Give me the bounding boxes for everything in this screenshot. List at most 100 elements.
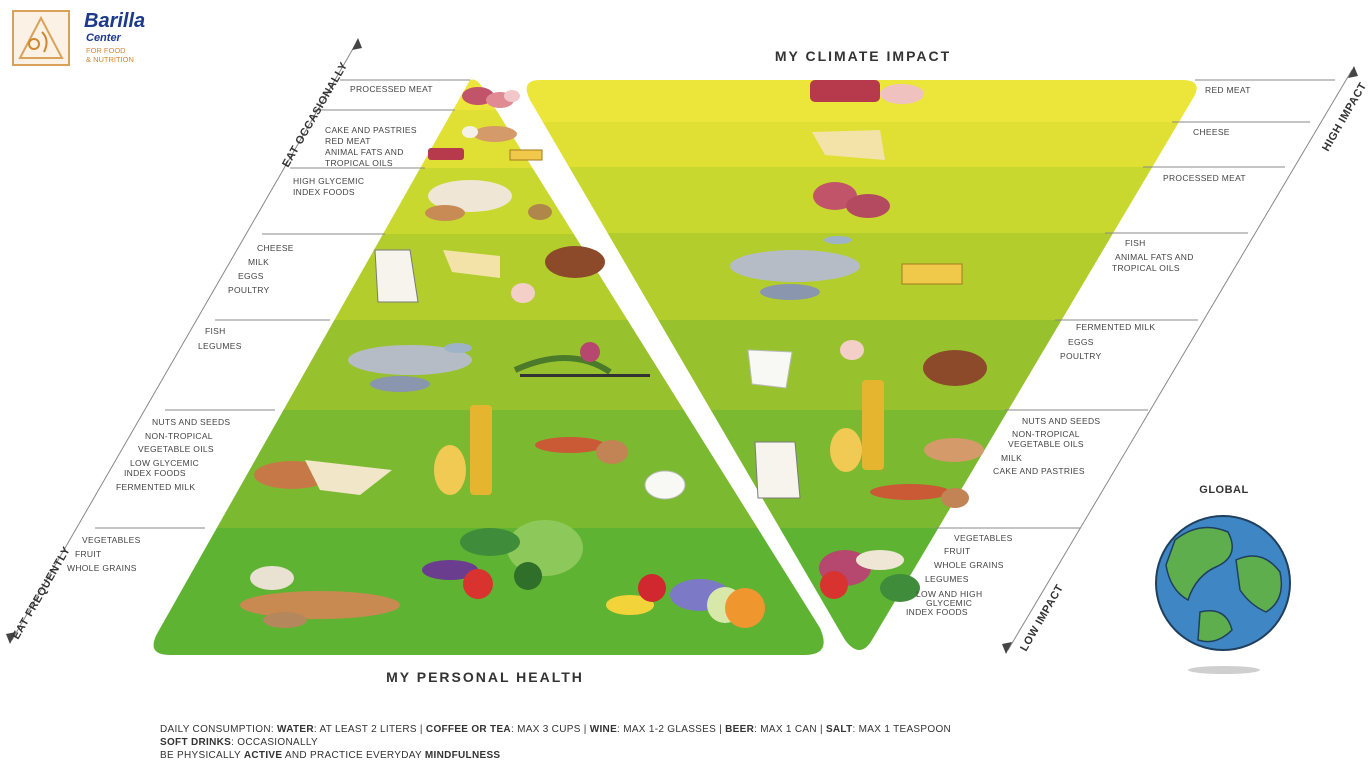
climate-axis-arrow-top bbox=[1348, 66, 1358, 78]
health-level-label: CAKE AND PASTRIES bbox=[325, 125, 417, 135]
climate-level-label: POULTRY bbox=[1060, 351, 1101, 361]
health-level-label: FERMENTED MILK bbox=[116, 482, 195, 492]
climate-level-label: FRUIT bbox=[944, 546, 971, 556]
climate-level-label: CHEESE bbox=[1193, 127, 1230, 137]
footer-bold: COFFEE OR TEA bbox=[425, 724, 511, 735]
health-level-label: INDEX FOODS bbox=[124, 468, 186, 478]
footer-text: DAILY CONSUMPTION: bbox=[160, 724, 278, 735]
health-level-label: FRUIT bbox=[75, 549, 102, 559]
fish-icon-2 bbox=[730, 236, 860, 300]
climate-food-illustrations bbox=[730, 80, 987, 602]
footer-bold: MINDFULNESS bbox=[424, 750, 501, 761]
butter-icon-2 bbox=[901, 263, 963, 285]
climate-axis-top-label: HIGH IMPACT bbox=[1320, 80, 1368, 153]
footer-text: : MAX 1-2 GLASSES | bbox=[617, 724, 726, 735]
footer-bold: SALT bbox=[825, 724, 853, 735]
footer-text: AND PRACTICE EVERYDAY bbox=[282, 750, 425, 761]
footer-text: BE PHYSICALLY bbox=[160, 750, 244, 761]
health-level-label: CHEESE bbox=[257, 243, 294, 253]
climate-axis-arrow-bottom bbox=[1002, 642, 1012, 654]
health-axis-arrow-bottom bbox=[6, 632, 16, 644]
climate-level-label: VEGETABLE OILS bbox=[1008, 439, 1084, 449]
cheese-icon bbox=[443, 250, 500, 278]
cake-icon-2 bbox=[924, 438, 984, 462]
cheese-icon-2 bbox=[812, 130, 885, 160]
logo-tagline-1: FOR FOOD bbox=[86, 46, 126, 55]
health-axis-arrow-top bbox=[352, 38, 362, 50]
health-level-dividers bbox=[11, 39, 470, 641]
footer-line-1: DAILY CONSUMPTION: WATER: AT LEAST 2 LIT… bbox=[160, 723, 951, 736]
health-pyramid-title: MY PERSONAL HEALTH bbox=[386, 669, 584, 685]
climate-level-label: EGGS bbox=[1068, 337, 1094, 347]
climate-level-label: LOW AND HIGH bbox=[916, 589, 982, 599]
bread-icon-2 bbox=[240, 566, 400, 628]
health-level-label: POULTRY bbox=[228, 285, 269, 295]
footer-bold: BEER bbox=[725, 724, 755, 735]
nuts-icon-2 bbox=[535, 437, 628, 464]
health-level-label: EGGS bbox=[238, 271, 264, 281]
bread-icon bbox=[425, 180, 552, 221]
milk-jug-icon bbox=[374, 249, 419, 303]
logo-tagline: FOR FOOD & NUTRITION bbox=[86, 46, 156, 64]
red-meat-icon bbox=[428, 148, 464, 160]
vegetables-icon bbox=[422, 520, 583, 599]
footer-bold: ACTIVE bbox=[243, 750, 283, 761]
health-level-label: MILK bbox=[248, 257, 269, 267]
health-level-label: VEGETABLE OILS bbox=[138, 444, 214, 454]
health-level-label: NUTS AND SEEDS bbox=[152, 417, 230, 427]
health-food-illustrations bbox=[240, 87, 765, 628]
health-level-label: NON-TROPICAL bbox=[145, 431, 213, 441]
health-level-label: LEGUMES bbox=[198, 341, 242, 351]
climate-level-label: PROCESSED MEAT bbox=[1163, 173, 1246, 183]
legumes-icon bbox=[513, 342, 650, 377]
footer-text: : MAX 1 TEASPOON bbox=[852, 724, 952, 735]
butter-icon bbox=[509, 149, 543, 161]
health-level-label: FISH bbox=[205, 326, 226, 336]
oil-bottle-icon bbox=[434, 405, 492, 495]
health-level-label: LOW GLYCEMIC bbox=[130, 458, 199, 468]
footer-line-2: SOFT DRINKS: OCCASIONALLY bbox=[160, 736, 951, 749]
climate-pyramid-title: MY CLIMATE IMPACT bbox=[775, 48, 951, 64]
climate-level-label: RED MEAT bbox=[1205, 85, 1251, 95]
health-level-label: WHOLE GRAINS bbox=[67, 563, 137, 573]
climate-level-label: GLYCEMIC bbox=[926, 598, 972, 608]
climate-level-label: LEGUMES bbox=[925, 574, 969, 584]
climate-level-label: FERMENTED MILK bbox=[1076, 322, 1155, 332]
nuts-icon bbox=[254, 460, 392, 495]
globe-icon: GLOBAL bbox=[1155, 484, 1291, 674]
vegetables-icon-2 bbox=[819, 550, 920, 602]
health-level-label: PROCESSED MEAT bbox=[350, 84, 433, 94]
health-level-label: RED MEAT bbox=[325, 136, 371, 146]
fruit-icon bbox=[606, 574, 765, 628]
eggs-icon bbox=[511, 283, 535, 303]
footer-text: : OCCASIONALLY bbox=[231, 737, 318, 748]
climate-level-labels: RED MEAT CHEESE PROCESSED MEAT FISH ANIM… bbox=[906, 85, 1251, 617]
climate-level-label: VEGETABLES bbox=[954, 533, 1013, 543]
footer-bold: WINE bbox=[589, 724, 618, 735]
logo-tagline-2: & NUTRITION bbox=[86, 55, 134, 64]
health-level-label: HIGH GLYCEMIC bbox=[293, 176, 364, 186]
poultry-icon bbox=[545, 246, 605, 278]
health-level-label: INDEX FOODS bbox=[293, 187, 355, 197]
footer-bold: WATER bbox=[277, 724, 314, 735]
oil-bottle-icon-2 bbox=[830, 380, 884, 472]
climate-level-label: MILK bbox=[1001, 453, 1022, 463]
climate-level-label: NON-TROPICAL bbox=[1012, 429, 1080, 439]
red-meat-icon-2 bbox=[810, 80, 924, 104]
processed-meat-icon-2 bbox=[813, 182, 890, 218]
climate-level-label: CAKE AND PASTRIES bbox=[993, 466, 1085, 476]
poultry-icon-2 bbox=[923, 350, 987, 386]
footer-text: : AT LEAST 2 LITERS | bbox=[313, 724, 426, 735]
footer-guidelines: DAILY CONSUMPTION: WATER: AT LEAST 2 LIT… bbox=[160, 723, 951, 762]
yogurt-icon bbox=[644, 470, 686, 500]
footer-text: : MAX 1 CAN | bbox=[754, 724, 826, 735]
climate-level-label: INDEX FOODS bbox=[906, 607, 968, 617]
health-level-labels: PROCESSED MEAT CAKE AND PASTRIES RED MEA… bbox=[67, 84, 433, 573]
climate-level-label: NUTS AND SEEDS bbox=[1022, 416, 1100, 426]
milk-jug-icon-2 bbox=[754, 441, 801, 499]
climate-level-label: FISH bbox=[1125, 238, 1146, 248]
climate-level-label: WHOLE GRAINS bbox=[934, 560, 1004, 570]
climate-level-label: TROPICAL OILS bbox=[1112, 263, 1180, 273]
barilla-logo: Barilla Center FOR FOOD & NUTRITION bbox=[12, 10, 152, 70]
